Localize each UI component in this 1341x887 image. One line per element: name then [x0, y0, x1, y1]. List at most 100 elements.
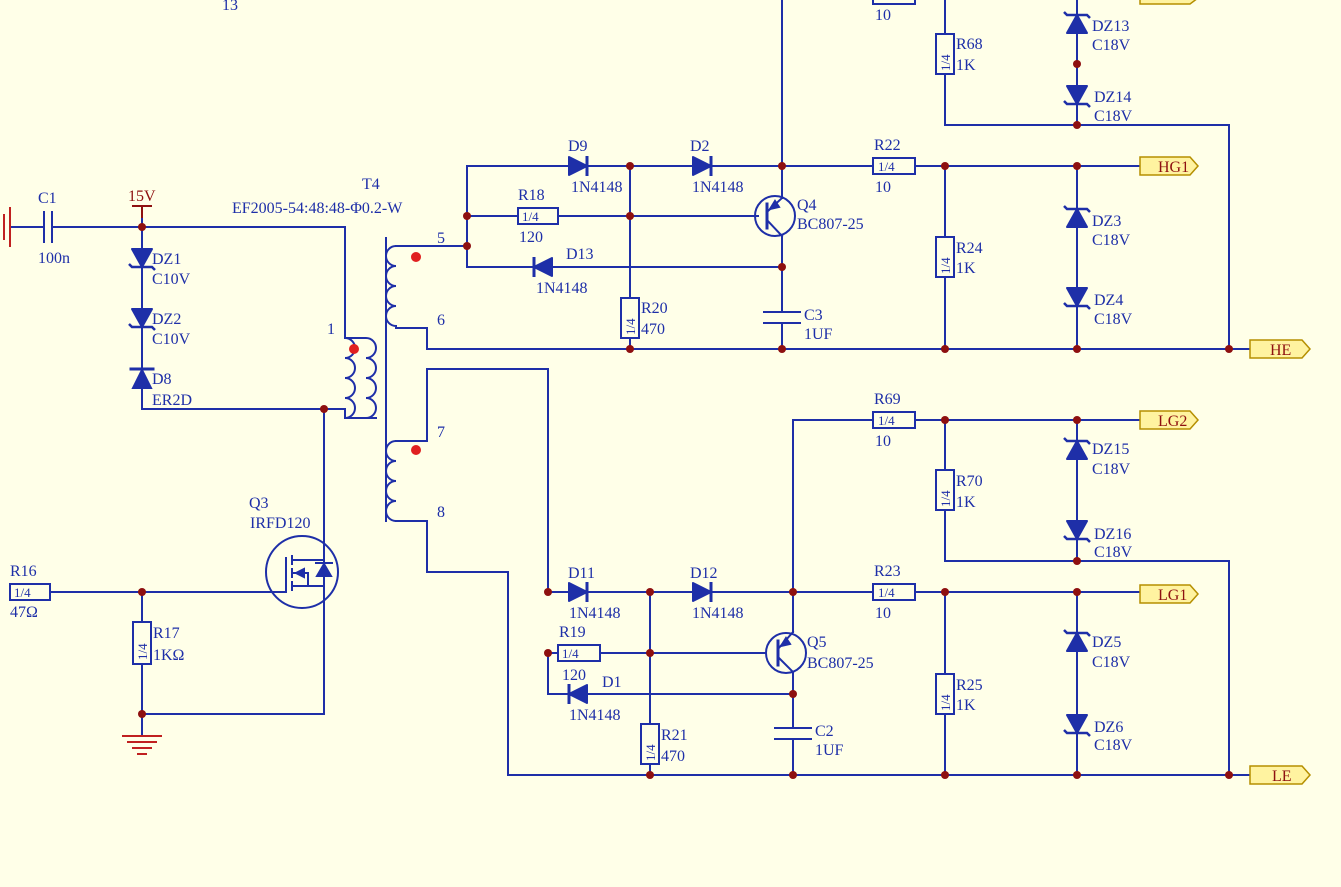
top-resistor-value: 10	[875, 7, 891, 24]
d9-ref: D9	[568, 138, 588, 155]
zener-dz15: DZ15 C18V	[1062, 436, 1131, 478]
junctions	[138, 60, 1233, 779]
c1-value: 100n	[38, 250, 70, 267]
transistor-q5: Q5 BC807-25	[765, 630, 874, 674]
q5-value: BC807-25	[807, 655, 874, 672]
capacitor-c3: C3 1UF	[763, 307, 833, 343]
dz3-value: C18V	[1092, 232, 1131, 249]
r19-value: 120	[562, 667, 586, 684]
dz16-ref: DZ16	[1094, 526, 1131, 543]
q3-ref: Q3	[249, 495, 269, 512]
resistor-r16: 1/4 R16 47Ω	[9, 563, 51, 621]
dz6-ref: DZ6	[1094, 719, 1123, 736]
resistor-r22: 1/4 R22 10	[872, 137, 916, 196]
zener-dz16: DZ16 C18V	[1062, 519, 1133, 561]
r23-ref: R23	[874, 563, 901, 580]
supply-15v-label: 15V	[128, 188, 156, 205]
diode-d9: D9 1N4148	[567, 138, 623, 196]
r22-rating: 1/4	[878, 159, 895, 174]
r68-ref: R68	[956, 36, 983, 53]
dz5-value: C18V	[1092, 654, 1131, 671]
c3-ref: C3	[804, 307, 823, 324]
port-he: HE	[1249, 339, 1312, 359]
d2-ref: D2	[690, 138, 710, 155]
r19-ref: R19	[559, 624, 586, 641]
supply-15v: 15V	[128, 188, 156, 218]
resistor-r69: 1/4 R69 10	[872, 391, 916, 450]
dz14-value: C18V	[1094, 108, 1133, 125]
top-port-fragment	[1139, 0, 1197, 5]
d1-ref: D1	[602, 674, 622, 691]
transistor-q4: Q4 BC807-25	[754, 195, 864, 238]
r21-value: 470	[661, 748, 685, 765]
d12-value: 1N4148	[692, 605, 744, 622]
d2-value: 1N4148	[692, 179, 744, 196]
wires	[9, 0, 1251, 776]
r69-ref: R69	[874, 391, 901, 408]
c3-value: 1UF	[804, 326, 833, 343]
r18-ref: R18	[518, 187, 545, 204]
r22-ref: R22	[874, 137, 901, 154]
diode-d1: D1 1N4148	[567, 674, 622, 724]
resistor-r24: 1/4 R24 1K	[935, 236, 983, 278]
q3-value: IRFD120	[250, 515, 310, 532]
t4-primary-winding	[344, 337, 377, 419]
diode-d13: D13 1N4148	[532, 246, 594, 297]
resistor-r19: 1/4 R19 120	[557, 624, 601, 684]
d12-ref: D12	[690, 565, 718, 582]
port-lg2-label: LG2	[1158, 413, 1187, 430]
dz1-value: C10V	[152, 271, 191, 288]
dz1-ref: DZ1	[152, 251, 181, 268]
r20-value: 470	[641, 321, 665, 338]
d13-ref: D13	[566, 246, 594, 263]
d11-ref: D11	[568, 565, 595, 582]
zener-dz4: DZ4 C18V	[1062, 286, 1133, 328]
r68-rating: 1/4	[938, 54, 953, 71]
t4-pin-6: 6	[437, 312, 445, 329]
r25-value: 1K	[956, 697, 976, 714]
diode-d11: D11 1N4148	[567, 565, 621, 622]
transformer-t4: T4 EF2005-54:48:48-Φ0.2-W 1 5 6 7 8	[232, 176, 445, 523]
r17-rating: 1/4	[135, 643, 150, 660]
r25-ref: R25	[956, 677, 983, 694]
q5-ref: Q5	[807, 634, 827, 651]
d8-ref: D8	[152, 371, 172, 388]
d13-value: 1N4148	[536, 280, 588, 297]
dz5-ref: DZ5	[1092, 634, 1121, 651]
t4-pin-5: 5	[437, 230, 445, 247]
dz13-value: C18V	[1092, 37, 1131, 54]
zener-dz3: DZ3 C18V	[1062, 204, 1131, 249]
r22-value: 10	[875, 179, 891, 196]
resistor-r20: 1/4 R20 470	[620, 297, 668, 339]
c1-ref: C1	[38, 190, 57, 207]
port-hg1: HG1	[1139, 156, 1200, 176]
zener-dz13: DZ13 C18V	[1062, 10, 1131, 54]
fragment-13-label: 13	[222, 0, 238, 14]
d11-value: 1N4148	[569, 605, 621, 622]
port-le: LE	[1249, 765, 1312, 785]
port-lg2: LG2	[1139, 410, 1200, 430]
r21-ref: R21	[661, 727, 688, 744]
dz2-value: C10V	[152, 331, 191, 348]
t4-pin-8: 8	[437, 504, 445, 521]
r68-value: 1K	[956, 57, 976, 74]
r69-value: 10	[875, 433, 891, 450]
r21-rating: 1/4	[643, 744, 658, 761]
r20-ref: R20	[641, 300, 668, 317]
t4-ref: T4	[362, 176, 380, 193]
resistor-r17: 1/4 R17 1KΩ	[132, 621, 185, 665]
diode-d8: D8 ER2D	[129, 367, 192, 409]
dz15-ref: DZ15	[1092, 441, 1129, 458]
t4-pin-7: 7	[437, 424, 445, 441]
port-lg1: LG1	[1139, 584, 1200, 604]
r17-value: 1KΩ	[153, 647, 185, 664]
top-fragment-labels: 13 10	[222, 0, 1197, 24]
d8-value: ER2D	[152, 392, 192, 409]
dz16-value: C18V	[1094, 544, 1133, 561]
dz4-value: C18V	[1094, 311, 1133, 328]
r70-value: 1K	[956, 494, 976, 511]
r24-ref: R24	[956, 240, 983, 257]
resistor-r23: 1/4 R23 10	[872, 563, 916, 622]
resistor-r18: 1/4 R18 120	[517, 187, 559, 246]
resistor-r70: 1/4 R70 1K	[935, 469, 983, 511]
